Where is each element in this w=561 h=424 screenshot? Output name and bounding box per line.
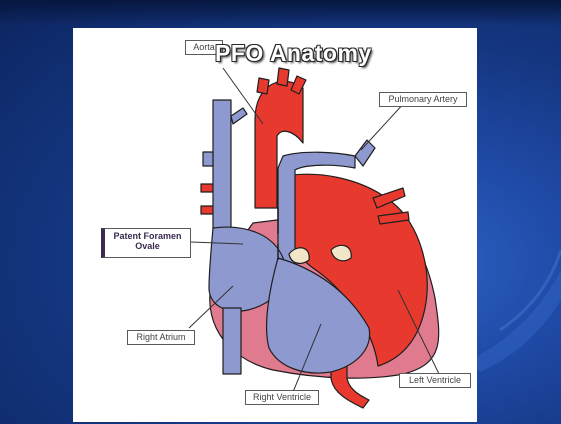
svc-branch	[231, 108, 247, 124]
vena-cava-stub	[203, 152, 213, 166]
heart-diagram	[73, 28, 477, 422]
pulmonary-artery-branch	[355, 140, 375, 166]
label-pfo-line2: Ovale	[105, 241, 190, 251]
slide-title: PFO Anatomy	[215, 40, 372, 67]
inferior-vena-cava	[223, 308, 241, 374]
superior-vena-cava	[213, 100, 231, 238]
aorta-branch-3	[291, 76, 306, 94]
label-right-ventricle: Right Ventricle	[245, 390, 319, 405]
aorta-branch-2	[277, 68, 289, 86]
tricuspid-valve	[289, 248, 309, 264]
label-pulmonary-artery: Pulmonary Artery	[379, 92, 467, 107]
diagram-panel: Aorta Pulmonary Artery Patent Foramen Ov…	[73, 28, 477, 422]
aorta-branch-1	[257, 78, 269, 94]
label-right-atrium: Right Atrium	[127, 330, 195, 345]
label-pfo-line1: Patent Foramen	[105, 231, 190, 241]
label-patent-foramen-ovale: Patent Foramen Ovale	[101, 228, 191, 258]
label-left-ventricle: Left Ventricle	[399, 373, 471, 388]
